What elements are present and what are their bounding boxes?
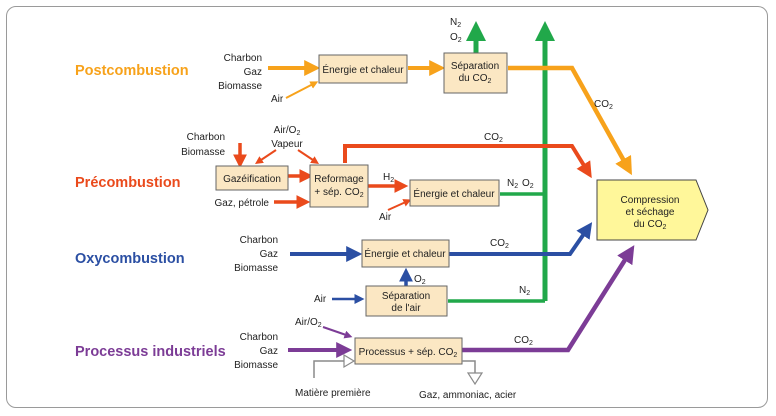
post-n2-label: N2 [450,17,461,29]
category-oxycombustion: Oxycombustion [75,251,185,267]
post-co2-label: CO2 [594,99,613,111]
ind-input-charbon: Charbon [240,332,278,343]
post-co2-arrow [508,65,632,176]
oxy-sep-label-2: de l'air [391,303,421,314]
ind-process-box [354,337,463,365]
ind-input-gaz: Gaz [260,346,278,357]
post-sep-label-2: du CO2 [459,73,492,85]
pre-air-arrow-left [255,149,277,164]
ind-input-biomasse: Biomasse [234,360,278,371]
pre-vapeur-label: Vapeur [271,139,303,150]
pre-energy-box [409,179,500,207]
pre-energy-label: Énergie et chaleur [413,187,495,200]
pre-air-label: Air [379,212,392,223]
pre-co2-arrow [343,144,592,179]
oxy-air-label: Air [314,294,327,305]
oxy-input-biomasse: Biomasse [234,263,278,274]
pre-n2-label: N2 [507,178,518,190]
post-input-gaz: Gaz [244,67,262,78]
pre-gaz-petrole-label: Gaz, pétrole [215,198,270,209]
target-label-3: du CO2 [634,219,667,231]
ind-process-label: Processus + sép. CO2 [359,347,458,359]
pre-input-biomasse: Biomasse [181,147,225,158]
ind-air-o2-arrow [322,326,353,339]
post-energy-box [318,54,408,84]
diagram-frame [6,6,768,408]
oxy-co2-arrow [449,222,593,256]
post-sep-label-1: Séparation [451,61,499,72]
ind-co2-label: CO2 [514,335,533,347]
category-precombustion: Précombustion [75,175,181,191]
ind-matiere-arrow [313,353,356,378]
pre-air-energy-arrow [387,199,412,211]
precombustion-flows [233,143,592,211]
pre-gasification-box [215,165,289,191]
oxy-n2-label: N2 [519,285,530,297]
oxy-energy-label: Énergie et chaleur [364,247,446,260]
ind-matiere-label: Matière première [295,388,371,399]
post-air-arrow [285,81,319,99]
postcombustion-flows [268,60,632,176]
ind-co2-arrow [462,245,635,353]
post-o2-label: O2 [450,32,462,44]
oxycombustion-flows [290,222,593,304]
post-input-charbon: Charbon [224,53,262,64]
target-label-2: et séchage [626,207,675,218]
oxy-input-charbon: Charbon [240,235,278,246]
ind-products-arrow [462,360,484,386]
ind-products-label: Gaz, ammoniac, acier [419,390,517,401]
pre-o2-label: O2 [522,178,534,190]
category-industrial: Processus industriels [75,344,226,360]
post-input-biomasse: Biomasse [218,81,262,92]
pre-gasif-label: Gazéification [223,174,281,185]
oxy-energy-box [361,239,450,268]
industrial-flows [288,245,635,358]
pre-co2-label: CO2 [484,132,503,144]
oxy-o2-label: O2 [414,274,426,286]
post-air-label: Air [271,94,284,105]
compression-drying-box [596,179,709,241]
pre-reforming-box [309,164,369,208]
pre-air-o2-label: Air/O2 [274,125,301,137]
category-postcombustion: Postcombustion [75,63,189,79]
ind-air-o2-label: Air/O2 [295,317,322,329]
oxy-input-gaz: Gaz [260,249,278,260]
oxy-sep-label-1: Séparation [382,291,430,302]
oxy-co2-label: CO2 [490,238,509,250]
pre-reform-label-2: + sép. CO2 [314,187,363,199]
oxy-air-separation-box [365,285,448,317]
post-separation-box [443,52,508,94]
pre-reform-label-1: Reformage [314,174,364,185]
post-energy-label: Énergie et chaleur [322,63,404,76]
pre-h2-label: H2 [383,172,394,184]
pre-air-arrow-right [297,149,319,164]
target-label-1: Compression [621,195,680,206]
pre-input-charbon: Charbon [187,132,225,143]
